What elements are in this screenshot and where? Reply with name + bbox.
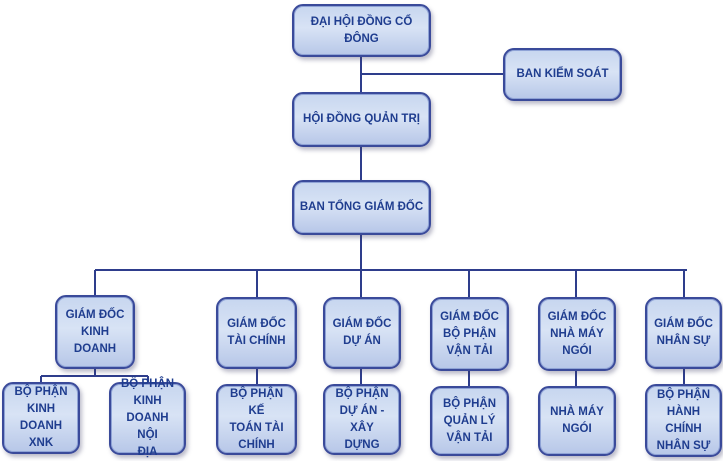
node-shareholders-meeting: ĐẠI HỘI ĐỒNG CỔ ĐÔNG <box>292 4 431 57</box>
node-label: BỘ PHẬN KẾ TOÁN TÀI CHÍNH <box>229 387 284 451</box>
node-supervisory-board: BAN KIỂM SOÁT <box>503 48 622 101</box>
node-board-of-directors: HỘI ĐỒNG QUẢN TRỊ <box>292 92 431 147</box>
node-dept-admin-hr: BỘ PHẬN HÀNH CHÍNH NHÂN SỰ <box>645 384 722 457</box>
node-label: BỘ PHẬN DỰ ÁN - XÂY DỰNG <box>335 387 389 451</box>
node-label: GIÁM ĐỐC DỰ ÁN <box>332 318 392 347</box>
node-dept-transport-management: BỘ PHẬN QUẢN LÝ VẬN TẢI <box>430 386 509 456</box>
node-director-projects: GIÁM ĐỐC DỰ ÁN <box>323 297 401 369</box>
node-label: GIÁM ĐỐC TÀI CHÍNH <box>227 318 286 347</box>
node-director-business: GIÁM ĐỐC KINH DOANH <box>55 295 135 369</box>
node-director-hr: GIÁM ĐỐC NHÂN SỰ <box>645 297 722 369</box>
node-dept-tile-factory: NHÀ MÁY NGÓI <box>538 386 616 456</box>
node-label: ĐẠI HỘI ĐỒNG CỔ ĐÔNG <box>310 15 413 45</box>
node-label: GIÁM ĐỐC KINH DOANH <box>65 308 125 355</box>
node-label: GIÁM ĐỐC NHÀ MÁY NGÓI <box>547 310 607 357</box>
node-label: BỘ PHẬN KINH DOANH XNK <box>14 386 68 449</box>
node-label: HỘI ĐỒNG QUẢN TRỊ <box>303 113 420 125</box>
node-label: GIÁM ĐỐC NHÂN SỰ <box>654 318 713 347</box>
node-label: BỘ PHẬN KINH DOANH NỘI ĐỊA <box>120 378 175 458</box>
node-label: BỘ PHẬN HÀNH CHÍNH NHÂN SỰ <box>656 388 711 452</box>
node-director-tile-factory: GIÁM ĐỐC NHÀ MÁY NGÓI <box>538 297 616 371</box>
node-label: BỘ PHẬN QUẢN LÝ VẬN TẢI <box>442 397 497 444</box>
node-dept-projects-construction: BỘ PHẬN DỰ ÁN - XÂY DỰNG <box>323 384 401 455</box>
node-label: BAN KIỂM SOÁT <box>516 68 609 80</box>
node-ceo-board: BAN TỔNG GIÁM ĐỐC <box>292 180 431 235</box>
node-label: BAN TỔNG GIÁM ĐỐC <box>299 201 424 213</box>
node-label: GIÁM ĐỐC BỘ PHẬN VẬN TẢI <box>440 310 499 357</box>
node-director-transport: GIÁM ĐỐC BỘ PHẬN VẬN TẢI <box>430 297 509 371</box>
node-label: NHÀ MÁY NGÓI <box>550 406 604 435</box>
node-director-finance: GIÁM ĐỐC TÀI CHÍNH <box>216 297 297 369</box>
node-dept-domestic-business: BỘ PHẬN KINH DOANH NỘI ĐỊA <box>109 378 186 458</box>
node-dept-accounting-finance: BỘ PHẬN KẾ TOÁN TÀI CHÍNH <box>216 384 297 455</box>
node-dept-import-export: BỘ PHẬN KINH DOANH XNK <box>2 382 80 454</box>
